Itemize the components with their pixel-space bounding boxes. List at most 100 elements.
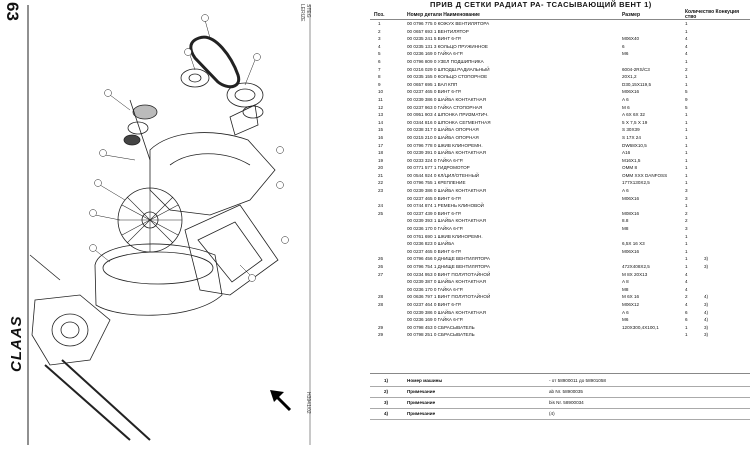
note-num: 4)	[384, 411, 389, 416]
row-size: M8	[622, 286, 629, 292]
row-qty: 4	[685, 271, 688, 277]
row-pos: 29	[378, 324, 384, 330]
exploded-diagram-panel: 63 STEG LERIZE H3941/02	[0, 0, 318, 450]
row-pos: 2	[378, 28, 381, 34]
row-qty: 1	[685, 127, 688, 133]
row-pos: 7	[378, 66, 381, 72]
row-size: M06X16	[622, 248, 640, 254]
row-part-name: 00 0236 169 0 ГАЙКА 6-ГР.	[407, 317, 464, 323]
header-size: Размер	[622, 12, 641, 18]
row-note: 3)	[704, 332, 709, 338]
row-qty: 3	[685, 195, 688, 201]
row-qty: 1	[685, 81, 688, 87]
row-part-name: 00 0236 170 0 ГАЙКА 6-ГР.	[407, 226, 464, 232]
row-qty: 1	[685, 112, 688, 118]
header-pos: Поз.	[374, 12, 385, 18]
row-part-name: 00 0239 386 0 ШАЙБА КОНТАКТНАЯ	[407, 188, 486, 194]
row-pos: 20	[378, 165, 384, 171]
row-qty: 4	[685, 43, 688, 49]
row-pos: 25	[378, 210, 384, 216]
row-qty: 1	[685, 256, 688, 262]
exploded-parts-drawing	[27, 5, 311, 445]
row-pos: 13	[378, 112, 384, 118]
row-qty: 1	[685, 157, 688, 163]
parts-list-title: ПРИВ Д СЕТКИ РАДИАТ РА- ТСАСЫВАЮЩИЙ ВЕНТ…	[430, 0, 652, 9]
row-note: 4)	[704, 309, 709, 315]
row-part-name: 00 0239 393 1 ШАЙБА КОНТАКТНАЯ	[407, 218, 486, 224]
row-pos: 11	[378, 96, 383, 102]
row-qty: 4	[685, 51, 688, 57]
row-qty: 1	[685, 248, 688, 254]
row-part-name: 00 0238 317 0 ШАЙБА ОПОРНАЯ	[407, 127, 479, 133]
note-num: 1)	[384, 378, 389, 383]
row-pos: 28	[378, 301, 384, 307]
row-qty: 1	[685, 233, 688, 239]
header-divider	[370, 19, 750, 20]
row-pos: 4	[378, 43, 381, 49]
row-part-name: 00 0544 924 0 КЛ/ЦИЛ/ОТЕННЫЙ	[407, 172, 480, 178]
row-qty: 2	[685, 218, 688, 224]
row-part-name: 00 0233 324 0 ГАЙКА 6-ГР.	[407, 157, 464, 163]
row-qty: 1	[685, 28, 688, 34]
parts-table-body: 1 00 0796 775 0 КОЖУХ ВЕНТИЛЯТОРА 1 2 00 065…	[370, 20, 750, 339]
row-qty: 4	[685, 301, 688, 307]
row-part-name: 00 0237 465 0 ВИНТ 6-ГР.	[407, 248, 462, 254]
row-pos: 22	[378, 180, 384, 186]
row-part-name: 00 0344 816 0 ШПОНКА СЕГМЕНТНАЯ	[407, 119, 491, 125]
note-row: 1) Номер машины - от 58900011 до 58901058	[370, 376, 750, 387]
header-qty: Количество Конкуция ство	[685, 9, 740, 20]
row-size: M06X16	[622, 89, 640, 95]
row-pos: 10	[378, 89, 384, 95]
row-part-name: 00 0216 029 0 ШПОДШ.РАДИАЛЬНЫЙ	[407, 66, 490, 72]
row-size: M6	[622, 317, 629, 323]
row-part-name: 00 0744 874 1 РЕМЕНЬ КЛИНОВОЙ	[407, 203, 484, 209]
row-pos: 17	[378, 142, 384, 148]
row-size: M8	[622, 226, 629, 232]
row-part-name: 00 0636 797 1 ВИНТ ПОЛУПОТАЙНОЙ	[407, 294, 491, 300]
note-value: ab Nr. 58900035	[549, 389, 583, 394]
row-part-name: 00 0235 241 5 ВИНТ 6-ГР.	[407, 36, 462, 42]
row-part-name: 00 0951 903 4 ШПОНКА ПРИЗМАТИЧ.	[407, 112, 489, 118]
row-note: 3)	[704, 264, 709, 269]
note-label: Номер машины	[407, 378, 443, 383]
row-size: OMM XXX DANFOSS	[622, 172, 668, 178]
row-size: M 6	[622, 104, 630, 110]
header-name: Номер детали Наименование	[407, 12, 480, 18]
table-row: 21 00 0544 924 0 КЛ/ЦИЛ/ОТЕННЫЙ OMM XXX DA…	[370, 172, 750, 180]
row-qty: 1	[685, 21, 688, 26]
row-part-name: 00 0657 695 1 ВАЛ КПП	[407, 81, 458, 87]
row-size: M 8X 20X13	[622, 271, 648, 277]
row-qty: 9	[685, 96, 688, 102]
row-pos: 6	[378, 58, 381, 64]
note-value: - от 58900011 до 58901058	[549, 378, 606, 383]
row-size: M6	[622, 51, 629, 57]
row-qty: 2	[685, 210, 688, 216]
row-pos: 8	[378, 74, 381, 80]
row-pos: 15	[378, 127, 384, 133]
row-size: M 6X 16	[622, 294, 640, 300]
row-qty: 1	[685, 119, 688, 125]
row-note: 3)	[704, 324, 709, 330]
note-label: Примечание	[407, 411, 436, 416]
note-label: Примечание	[407, 389, 436, 394]
row-qty: 1	[685, 165, 688, 171]
row-size: M06X12	[622, 301, 640, 307]
row-part-name: 00 0657 693 1 ВЕНТИЛЯТОР	[407, 28, 469, 34]
row-pos: 21	[378, 172, 384, 178]
row-part-name: 00 0796 775 0 КОЖУХ ВЕНТИЛЯТОРА	[407, 21, 490, 26]
row-part-name: 00 0237 465 0 ВИНТ 6-ГР.	[407, 89, 462, 95]
row-part-name: 00 0771 577 1 ГИДРОМОТОР	[407, 165, 470, 171]
row-note: 3)	[704, 301, 709, 307]
row-part-name: 00 0239 386 0 ШАЙБА КОНТАКТНАЯ	[407, 309, 486, 315]
row-pos: 18	[378, 150, 384, 156]
